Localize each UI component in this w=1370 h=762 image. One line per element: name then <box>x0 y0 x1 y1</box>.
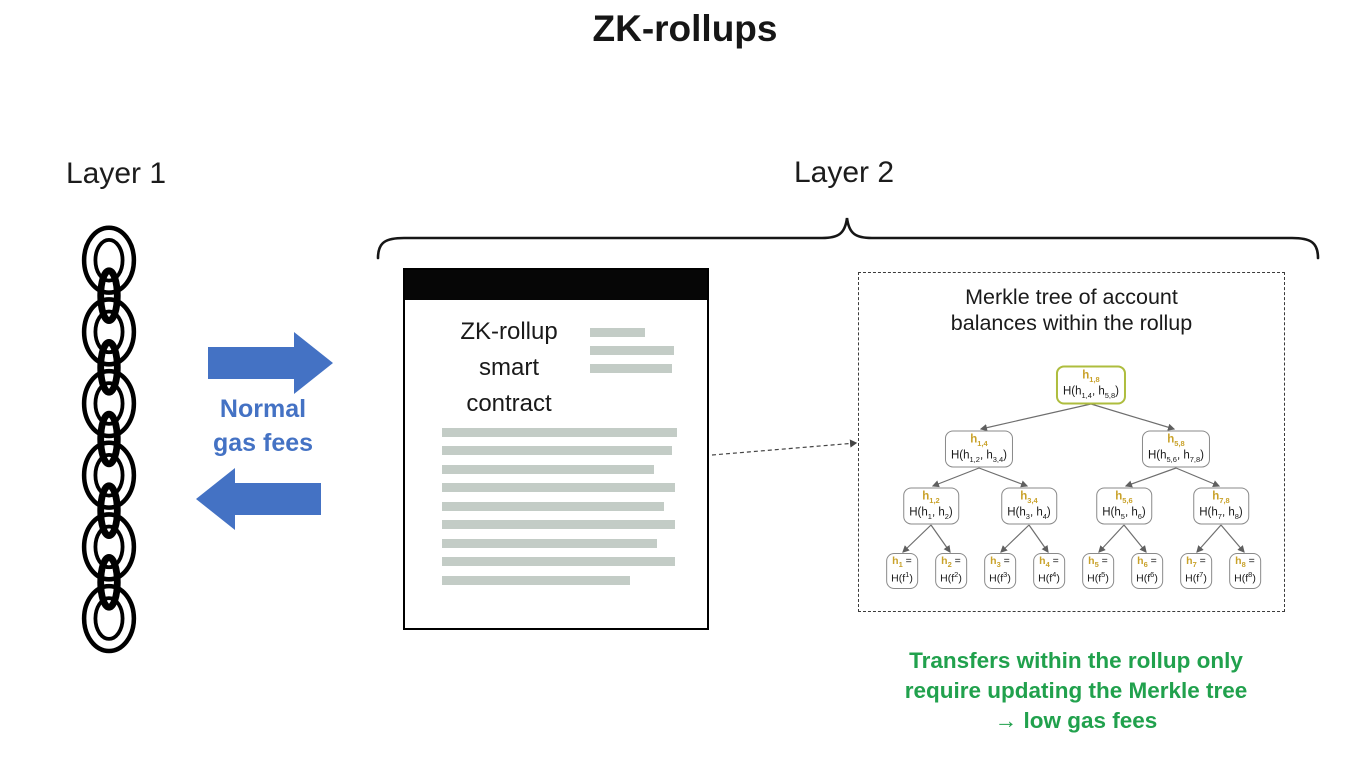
merkle-leaf-formula: H(f4) <box>1038 569 1060 585</box>
merkle-leaf-hash-label: h3 = <box>990 555 1010 570</box>
merkle-tree-edges <box>902 403 1245 553</box>
merkle-node-h1-8: h1,8 H(h1,4, h5,8) <box>1055 365 1127 405</box>
doc-text-bar <box>442 483 675 492</box>
smart-contract-document: ZK-rollup smart contract <box>403 268 709 630</box>
page-title: ZK-rollups <box>592 8 778 49</box>
merkle-node-h5-6: h5,6 H(h5, h6) <box>1096 487 1152 525</box>
merkle-leaf-h7: h7 = H(f7) <box>1180 553 1212 589</box>
doc-to-merkle-connector <box>711 439 858 456</box>
layer2-brace <box>376 217 1320 260</box>
merkle-leaf-formula: H(f3) <box>989 569 1011 585</box>
layer2-label: Layer 2 <box>793 156 895 189</box>
doc-text-bar <box>442 465 654 474</box>
doc-text-bar <box>442 502 664 511</box>
merkle-leaf-formula: H(f7) <box>1185 569 1207 585</box>
merkle-leaf-formula: H(f8) <box>1234 569 1256 585</box>
merkle-leaf-hash-label: h5 = <box>1088 555 1108 570</box>
merkle-leaf-formula: H(f5) <box>1087 569 1109 585</box>
merkle-node-formula: H(h1,2, h3,4) <box>950 449 1008 464</box>
blockchain-chain-icon <box>81 225 137 654</box>
merkle-node-h5-8: h5,8 H(h5,6, h7,8) <box>1141 430 1211 468</box>
document-header-bar <box>405 270 707 300</box>
doc-text-bar <box>590 346 674 355</box>
merkle-leaf-h3: h3 = H(f3) <box>984 553 1016 589</box>
merkle-node-hash-label: h5,6 <box>1115 490 1133 505</box>
low-gas-fees-note: Transfers within the rollup only require… <box>860 646 1292 736</box>
merkle-node-hash-label: h1,8 <box>1082 369 1100 384</box>
merkle-node-hash-label: h3,4 <box>1020 490 1038 505</box>
merkle-node-hash-label: h5,8 <box>1167 433 1185 448</box>
merkle-title-line1: Merkle tree of account <box>965 285 1178 309</box>
doc-text-bar <box>442 557 675 566</box>
merkle-leaf-hash-label: h4 = <box>1039 555 1059 570</box>
arrow-right-icon <box>208 332 333 394</box>
merkle-node-formula: H(h1, h2) <box>909 506 953 521</box>
note-line1: Transfers within the rollup only <box>909 648 1243 673</box>
merkle-node-hash-label: h7,8 <box>1212 490 1230 505</box>
merkle-leaf-formula: H(f2) <box>940 569 962 585</box>
layer1-label: Layer 1 <box>65 157 167 190</box>
merkle-node-h7-8: h7,8 H(h7, h8) <box>1193 487 1249 525</box>
merkle-leaf-h4: h4 = H(f4) <box>1033 553 1065 589</box>
merkle-node-hash-label: h1,4 <box>970 433 988 448</box>
merkle-leaf-h2: h2 = H(f2) <box>935 553 967 589</box>
merkle-node-h1-2: h1,2 H(h1, h2) <box>903 487 959 525</box>
gas-fees-line2: gas fees <box>212 429 314 457</box>
arrow-left-icon <box>196 468 321 530</box>
doc-text-bar <box>442 428 677 437</box>
merkle-leaf-formula: H(f1) <box>891 569 913 585</box>
doc-text-bar <box>442 576 630 585</box>
merkle-node-h3-4: h3,4 H(h3, h4) <box>1001 487 1057 525</box>
doc-text-bar <box>590 364 672 373</box>
smart-contract-label: ZK-rollup smart contract <box>431 314 587 422</box>
doc-text-bar <box>442 520 675 529</box>
merkle-node-formula: H(h1,4, h5,8) <box>1062 385 1120 400</box>
doc-text-bar <box>442 539 657 548</box>
merkle-title: Merkle tree of account balances within t… <box>859 284 1284 336</box>
smart-contract-label-line1: ZK-rollup <box>460 318 558 345</box>
merkle-leaf-h6: h6 = H(f6) <box>1131 553 1163 589</box>
doc-text-bar <box>590 328 645 337</box>
smart-contract-label-line2: smart <box>479 354 539 381</box>
merkle-leaf-h1: h1 = H(f1) <box>886 553 918 589</box>
merkle-leaf-hash-label: h2 = <box>941 555 961 570</box>
merkle-node-formula: H(h5, h6) <box>1102 506 1146 521</box>
doc-text-bar <box>442 446 672 455</box>
merkle-leaf-h8: h8 = H(f8) <box>1229 553 1261 589</box>
merkle-leaf-formula: H(f6) <box>1136 569 1158 585</box>
merkle-leaf-hash-label: h8 = <box>1235 555 1255 570</box>
merkle-leaf-hash-label: h1 = <box>892 555 912 570</box>
merkle-title-line2: balances within the rollup <box>950 311 1193 335</box>
note-line3: → low gas fees <box>994 708 1158 733</box>
gas-fees-line1: Normal <box>219 395 307 423</box>
merkle-node-formula: H(h5,6, h7,8) <box>1147 449 1205 464</box>
smart-contract-label-line3: contract <box>466 390 552 417</box>
merkle-node-h1-4: h1,4 H(h1,2, h3,4) <box>944 430 1014 468</box>
note-line2: require updating the Merkle tree <box>904 678 1248 703</box>
gas-fees-label: Normal gas fees <box>193 392 333 460</box>
merkle-node-formula: H(h7, h8) <box>1199 506 1243 521</box>
merkle-node-formula: H(h3, h4) <box>1007 506 1051 521</box>
merkle-node-hash-label: h1,2 <box>922 490 940 505</box>
merkle-leaf-h5: h5 = H(f5) <box>1082 553 1114 589</box>
merkle-tree-box: Merkle tree of account balances within t… <box>858 272 1285 612</box>
merkle-leaf-hash-label: h7 = <box>1186 555 1206 570</box>
merkle-leaf-hash-label: h6 = <box>1137 555 1157 570</box>
